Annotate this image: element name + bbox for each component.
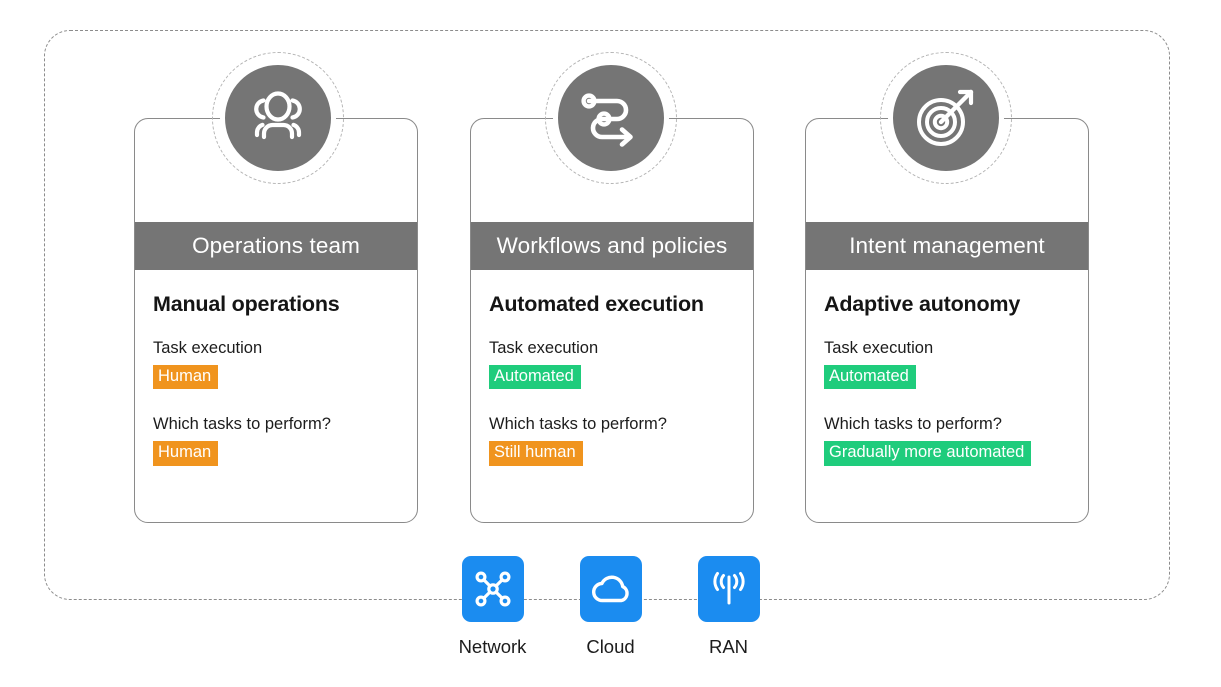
card-title: Automated execution [489,292,704,316]
tech-tile [697,556,760,622]
status-badge: Gradually more automated [824,441,1032,466]
technology-domains-row: Network Cloud RAN [0,556,1221,658]
status-badge: Still human [489,441,583,466]
target-arrow-icon [917,89,974,146]
field-label: Task execution [824,339,934,357]
medallion-disc [553,60,669,176]
stage-card-workflows-and-policies[interactable]: Workflows and policies Automated executi… [470,118,754,523]
card-field: Which tasks to perform? Gradually more a… [824,415,1070,466]
card-title: Manual operations [153,292,340,316]
tech-domain-label: RAN [708,636,749,657]
card-field: Which tasks to perform? Still human [489,415,735,466]
medallion-intent-management [880,52,1012,184]
workflow-route-icon [581,93,633,147]
card-header-bar: Workflows and policies [471,222,753,270]
field-label: Which tasks to perform? [489,415,667,434]
tech-domain-label: Network [458,636,527,657]
tech-domain-cloud[interactable]: Cloud [576,556,646,658]
field-label: Which tasks to perform? [153,415,331,434]
status-badge: Automated [824,365,916,390]
tech-domain-network[interactable]: Network [458,556,528,658]
status-badge: Human [153,365,219,390]
medallion-disc [888,60,1004,176]
status-badge: Automated [489,365,581,390]
status-badge: Human [153,441,219,466]
field-label: Which tasks to perform? [824,415,1002,434]
tech-domain-ran[interactable]: RAN [694,556,764,658]
people-team-icon [254,91,302,140]
medallion-dashed-ring [880,52,1012,184]
card-body: Automated execution Task execution Autom… [471,270,753,466]
ran-antenna-icon [712,572,745,605]
card-field: Which tasks to perform? Human [153,415,399,466]
card-header-title: Operations team [192,233,360,258]
card-title: Adaptive autonomy [824,292,1021,316]
medallion-workflows-and-policies [545,52,677,184]
medallion-operations-team [212,52,344,184]
card-field: Task execution Human [153,339,399,390]
medallion-dashed-ring [545,52,677,184]
card-header-title: Intent management [849,233,1045,258]
field-label: Task execution [153,339,263,357]
tech-tile [461,556,524,622]
card-field: Task execution Automated [824,339,1070,390]
card-body: Adaptive autonomy Task execution Automat… [806,270,1088,466]
card-header-bar: Operations team [135,222,417,270]
stage-card-intent-management[interactable]: Intent management Adaptive autonomy Task… [805,118,1089,523]
field-label: Task execution [489,339,599,357]
tech-tile [579,556,642,622]
medallion-disc [220,60,336,176]
card-body: Manual operations Task execution Human W… [135,270,417,466]
medallion-dashed-ring [212,52,344,184]
card-header-title: Workflows and policies [496,233,728,258]
card-field: Task execution Automated [489,339,735,390]
stage-card-operations-team[interactable]: Operations team Manual operations Task e… [134,118,418,523]
card-header-bar: Intent management [806,222,1088,270]
cloud-icon [591,575,629,603]
network-nodes-icon [474,571,511,607]
tech-domain-label: Cloud [586,636,635,657]
